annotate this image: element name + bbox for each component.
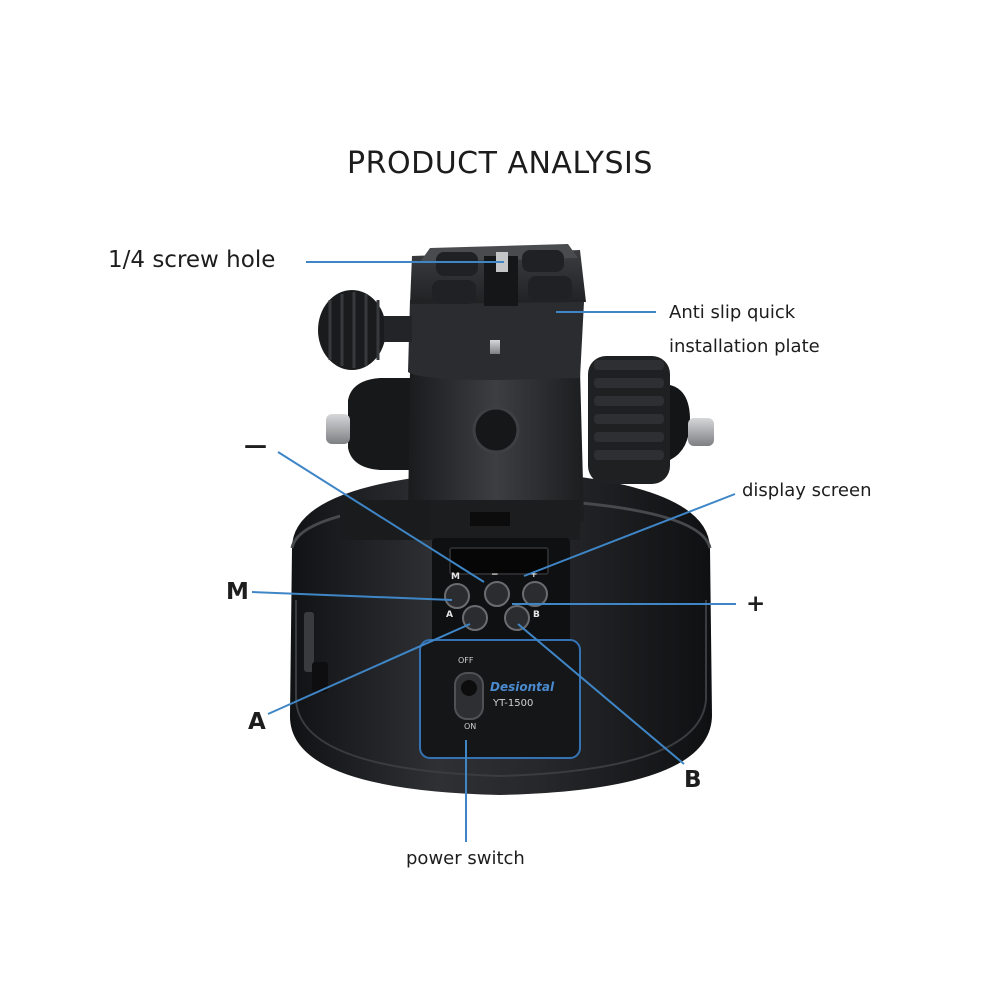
label-display-screen: display screen [742,480,872,501]
label-minus: — [244,433,267,459]
callout-line-b [517,623,685,765]
right-bolt [688,418,714,446]
tilt-head [326,356,714,540]
switch-off-label: OFF [458,656,474,665]
rubber-pads [432,250,572,304]
power-switch[interactable] [454,672,484,720]
callout-line-minus [277,451,485,583]
control-panel [419,538,581,759]
label-power-switch: power switch [406,848,525,869]
panel-label-b: B [533,610,540,620]
usb-port [312,662,328,692]
button-plus[interactable] [522,581,548,607]
callout-line-a [267,623,471,715]
tilt-axis-cap [472,406,520,454]
label-m: M [226,579,249,605]
clamp-knob [318,290,386,370]
panel-label-plus: + [530,570,538,580]
panel-label-a: A [446,610,453,620]
left-bolt [326,414,350,444]
label-plus: + [746,591,766,617]
label-plate-line1: Anti slip quick [669,302,796,323]
callout-line-m [251,591,453,601]
panel-label-m: M [451,572,460,582]
button-b[interactable] [504,605,530,631]
button-m[interactable] [444,583,470,609]
label-plate-line2: installation plate [669,336,820,357]
label-screw-hole: 1/4 screw hole [108,247,276,273]
model-label: YT-1500 [493,698,534,709]
front-plate [419,639,581,759]
brand-label: Desiontal [490,680,555,694]
page-title: PRODUCT ANALYSIS [347,146,653,181]
switch-on-label: ON [464,722,477,731]
quick-release-plate [318,244,586,380]
button-a[interactable] [462,605,488,631]
panel-label-minus: − [491,570,499,580]
label-b: B [684,767,702,793]
button-minus[interactable] [484,581,510,607]
side-port [304,612,314,672]
label-a: A [248,709,266,735]
callout-line-display [523,493,736,577]
